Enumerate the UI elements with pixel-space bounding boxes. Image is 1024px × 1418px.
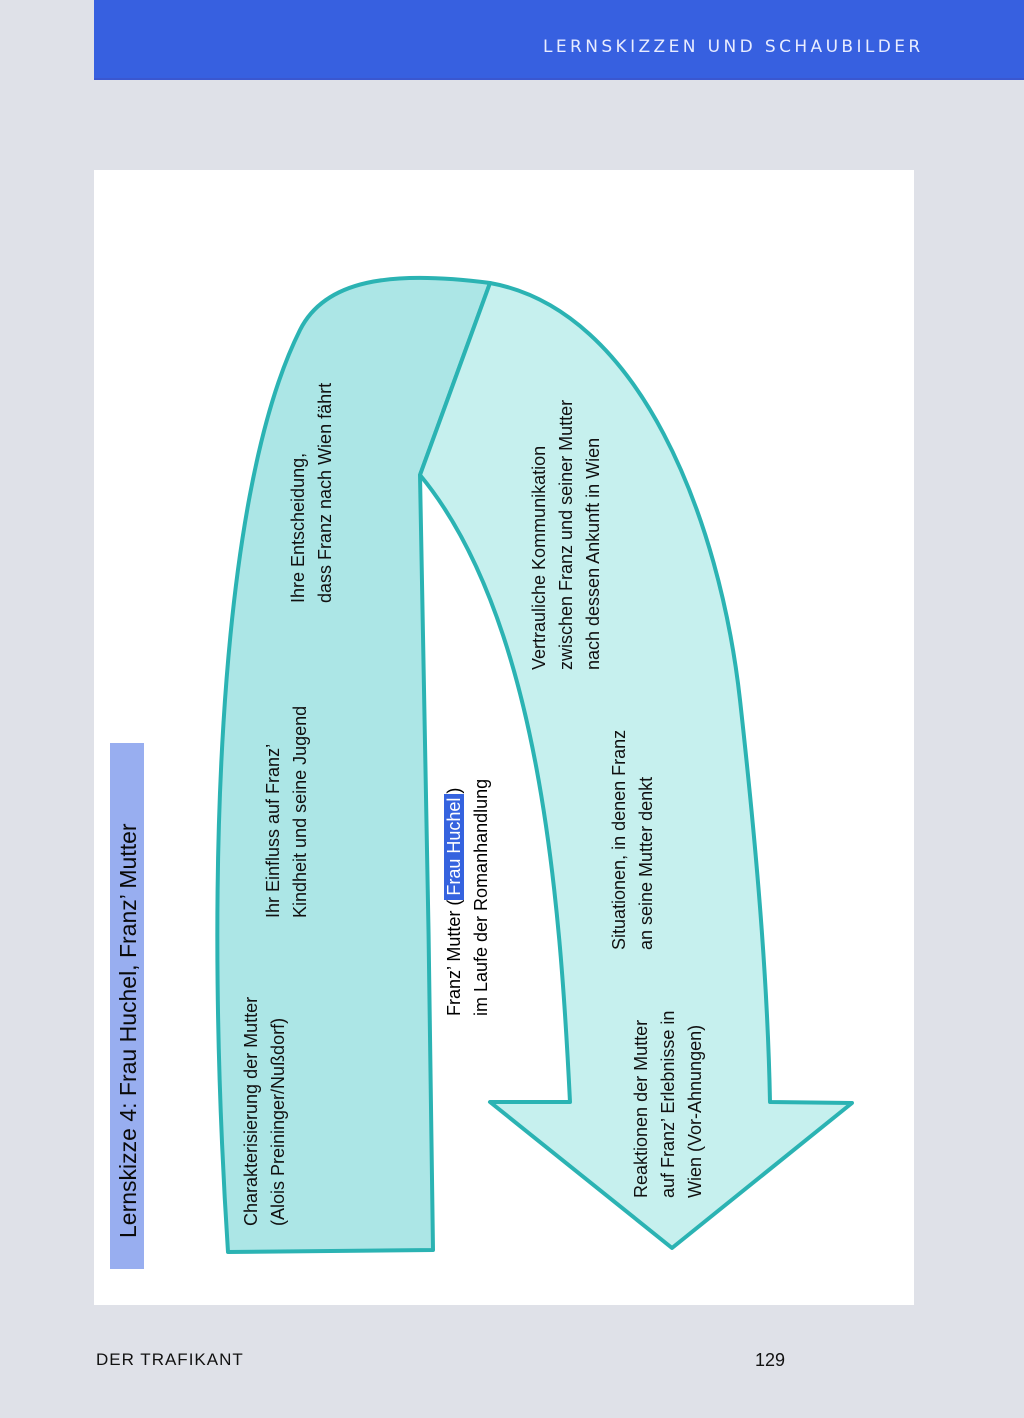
center-prefix: Franz’ Mutter ( [444,899,464,1016]
arrow-inner-band [418,281,854,1250]
center-line-1: Franz’ Mutter (Frau Huchel) [441,779,468,1016]
item-line: an seine Mutter denkt [636,776,656,950]
center-suffix: ) [444,787,464,794]
item-line: auf Franz’ Erlebnisse in [658,1010,678,1198]
item-line: zwischen Franz und seiner Mutter [556,399,576,670]
header-bar [94,0,1024,80]
item-communication: Vertrauliche Kommunikation zwischen Fran… [526,400,607,670]
center-line-2: im Laufe der Romanhandlung [471,778,491,1016]
section-title: LERNSKIZZEN UND SCHAUBILDER [543,37,924,57]
arrow-outer-band [215,275,492,1254]
page-number: 129 [755,1350,786,1370]
item-characterization: Charakterisierung der Mutter (Alois Prei… [238,997,292,1226]
highlighted-name: Frau Huchel [444,793,464,900]
item-line: Ihre Entscheidung, [288,452,308,603]
item-line: Kindheit und seine Jugend [290,705,310,918]
item-line: Wien (Vor-Ahnungen) [685,1024,705,1198]
center-label: Franz’ Mutter (Frau Huchel) im Laufe der… [441,779,495,1016]
item-influence: Ihr Einfluss auf Franz’ Kindheit und sei… [260,706,314,918]
item-line: dass Franz nach Wien fährt [315,382,335,603]
item-situations: Situationen, in denen Franz an seine Mut… [606,730,660,950]
item-reactions: Reaktionen der Mutter auf Franz’ Erlebni… [628,1011,709,1198]
item-line: (Alois Preininger/Nußdorf) [268,1017,288,1226]
diagram-title: Lernskizze 4: Frau Huchel, Franz’ Mutter [115,823,141,1238]
item-line: nach dessen Ankunft in Wien [583,437,603,670]
item-line: Ihr Einfluss auf Franz’ [263,743,283,918]
item-line: Reaktionen der Mutter [631,1019,651,1198]
item-line: Vertrauliche Kommunikation [529,445,549,670]
footer-book-title: DER TRAFIKANT [96,1350,244,1369]
title-badge [110,743,144,1269]
item-decision: Ihre Entscheidung, dass Franz nach Wien … [285,383,339,603]
item-line: Charakterisierung der Mutter [241,996,261,1226]
item-line: Situationen, in denen Franz [609,729,629,950]
